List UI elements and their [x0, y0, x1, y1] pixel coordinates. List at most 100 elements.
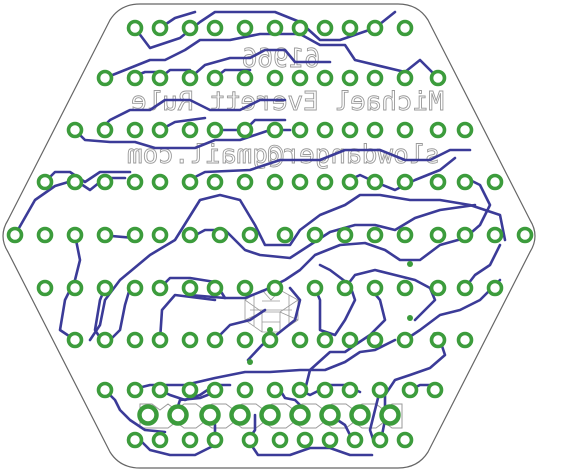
pad-ring — [456, 226, 474, 244]
trace — [313, 263, 357, 337]
pad — [181, 69, 199, 87]
pad-ring — [366, 331, 384, 349]
pad-ring — [266, 279, 284, 297]
pad — [486, 226, 504, 244]
pad-ring — [289, 404, 311, 426]
pad-ring — [229, 404, 251, 426]
pad-ring — [291, 331, 309, 349]
pad — [366, 19, 384, 37]
pad — [96, 331, 114, 349]
trace — [73, 128, 292, 150]
pad — [206, 19, 224, 37]
pad-ring — [151, 173, 169, 191]
pad-ring — [181, 173, 199, 191]
pad — [341, 69, 359, 87]
trace — [188, 48, 332, 80]
pad-ring — [429, 226, 447, 244]
pad — [126, 226, 144, 244]
header-pad — [349, 404, 371, 426]
pad-ring — [266, 173, 284, 191]
trace — [103, 388, 167, 434]
pad — [6, 226, 24, 244]
pad — [341, 173, 359, 191]
pad-ring — [341, 19, 359, 37]
pad — [429, 331, 447, 349]
pad-ring — [66, 226, 84, 244]
pad-ring — [206, 331, 224, 349]
pad — [236, 381, 254, 399]
pad — [96, 69, 114, 87]
pad-ring — [236, 19, 254, 37]
pad-ring — [371, 431, 389, 449]
pad-ring — [259, 404, 281, 426]
trace — [103, 32, 440, 80]
pad — [316, 69, 334, 87]
silkscreen-text: 61966 Michael Everett Rule slowdanger@gm… — [126, 44, 444, 171]
pad — [151, 69, 169, 87]
pad-ring — [486, 173, 504, 191]
pad — [66, 279, 84, 297]
pad — [456, 331, 474, 349]
pad — [126, 331, 144, 349]
board-outline — [2, 3, 536, 469]
pad-ring — [126, 173, 144, 191]
pad-ring — [341, 69, 359, 87]
header-pad — [379, 404, 401, 426]
pad — [316, 121, 334, 139]
pad-ring — [341, 331, 359, 349]
pad — [66, 173, 84, 191]
pad — [181, 431, 199, 449]
pad-ring — [396, 279, 414, 297]
pad — [266, 69, 284, 87]
pad-ring — [366, 121, 384, 139]
pad — [266, 19, 284, 37]
pad — [371, 381, 389, 399]
pad — [96, 226, 114, 244]
pad — [181, 279, 199, 297]
pad — [236, 279, 254, 297]
pad-ring — [96, 69, 114, 87]
pad — [291, 331, 309, 349]
pad-ring — [366, 69, 384, 87]
pad — [36, 173, 54, 191]
pad-ring — [456, 121, 474, 139]
header-outline — [139, 403, 403, 429]
pad — [429, 69, 447, 87]
pad — [236, 121, 254, 139]
pad-ring — [291, 69, 309, 87]
pad-ring — [151, 121, 169, 139]
via — [267, 327, 273, 333]
pad-ring — [486, 226, 504, 244]
pad — [321, 431, 339, 449]
pad-ring — [151, 431, 169, 449]
pad — [396, 331, 414, 349]
pad-ring — [151, 19, 169, 37]
pad-ring — [181, 226, 199, 244]
pad — [316, 331, 334, 349]
pad-ring — [66, 279, 84, 297]
pad — [341, 381, 359, 399]
pad — [236, 19, 254, 37]
pad-ring — [276, 226, 294, 244]
pad-ring — [266, 121, 284, 139]
pad-ring — [426, 381, 444, 399]
pad — [486, 173, 504, 191]
pad — [151, 121, 169, 139]
pad-ring — [396, 69, 414, 87]
pad-ring — [181, 331, 199, 349]
pad — [366, 173, 384, 191]
via — [407, 261, 413, 267]
pad — [66, 226, 84, 244]
pad — [516, 226, 534, 244]
pad — [126, 381, 144, 399]
pad-ring — [241, 431, 259, 449]
pad — [336, 279, 354, 297]
pad-ring — [236, 331, 254, 349]
pad-ring — [206, 381, 224, 399]
pad-ring — [236, 279, 254, 297]
pad-ring — [206, 121, 224, 139]
pad — [36, 279, 54, 297]
pad — [151, 19, 169, 37]
pad-ring — [181, 431, 199, 449]
pad — [456, 279, 474, 297]
